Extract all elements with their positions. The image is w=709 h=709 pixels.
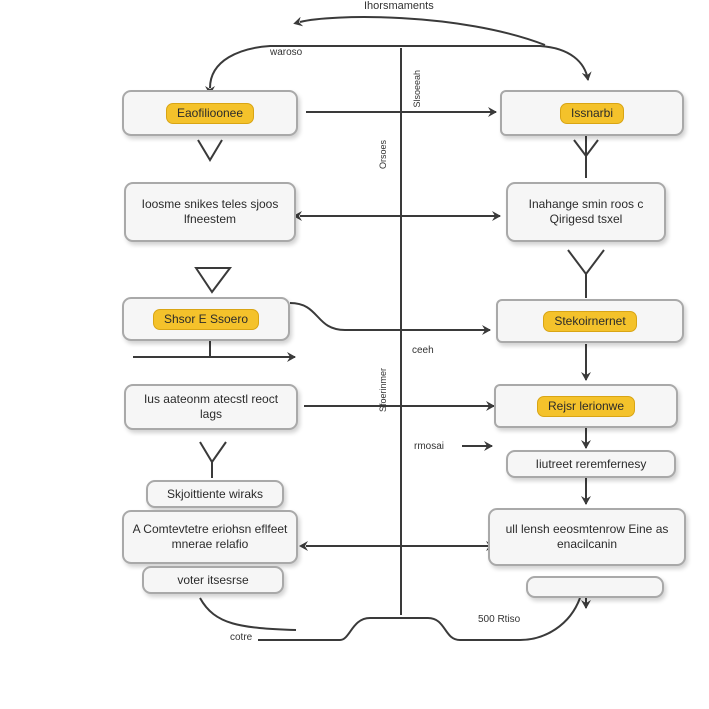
top-loop-connector bbox=[205, 45, 592, 95]
bottom-right-label: 500 Rtiso bbox=[478, 614, 521, 625]
left-node-2[interactable]: Ioosme snikes teles sjoos lfneestem bbox=[124, 182, 296, 242]
left-node-2-text: Ioosme snikes teles sjoos lfneestem bbox=[141, 197, 279, 226]
right-node-5[interactable]: Iiutreet reremfernesy bbox=[506, 450, 676, 478]
left-node-1-pill: Eaofilioonee bbox=[165, 102, 255, 124]
left-chevron-2 bbox=[194, 267, 232, 294]
right-node-5-text: Iiutreet reremfernesy bbox=[535, 456, 647, 471]
top-left-label: waroso bbox=[270, 47, 303, 58]
connector-row-3 bbox=[289, 302, 491, 335]
right-node-3[interactable]: Stekoirnernet bbox=[496, 299, 684, 343]
right-node-4[interactable]: Rejsr lerionwe bbox=[494, 384, 678, 428]
vertical-label-1: Slsoeeah bbox=[412, 70, 422, 108]
right-chevron-2 bbox=[567, 249, 605, 276]
right-node-3-pill: Stekoirnernet bbox=[543, 310, 637, 332]
right-node-1[interactable]: Issnarbi bbox=[500, 90, 684, 136]
center-label: ceeh bbox=[412, 345, 434, 356]
top-arc-connector bbox=[293, 16, 546, 46]
right-side-label: rmosai bbox=[414, 441, 445, 452]
right-node-2-text: Inahange smin roos c Qirigesd tsxel bbox=[528, 197, 644, 226]
top-label: Ihorsmaments bbox=[364, 0, 434, 12]
left-node-7[interactable]: voter itsesrse bbox=[142, 566, 284, 594]
left-node-3-pill: Shsor E Ssoero bbox=[152, 308, 260, 330]
bottom-wave-connector bbox=[199, 597, 581, 641]
left-chevron-4 bbox=[199, 441, 227, 464]
vertical-label-2: Orsoes bbox=[378, 140, 388, 170]
vertical-label-3: Sfoerinmer bbox=[378, 368, 388, 413]
right-node-2[interactable]: Inahange smin roos c Qirigesd tsxel bbox=[506, 182, 666, 242]
left-node-6[interactable]: A Comtevtetre eriohsn eflfeet mnerae rel… bbox=[122, 510, 298, 564]
right-node-6[interactable]: ull lensh eeosmtenrow Eine as enacilcani… bbox=[488, 508, 686, 566]
left-chevron-1 bbox=[197, 139, 223, 162]
bottom-left-label: cotre bbox=[230, 632, 253, 643]
left-node-4[interactable]: Ius aateonm atecstl reoct lags bbox=[124, 384, 298, 430]
right-node-4-pill: Rejsr lerionwe bbox=[536, 395, 636, 417]
left-node-5[interactable]: Skjoittiente wiraks bbox=[146, 480, 284, 508]
right-node-1-pill: Issnarbi bbox=[559, 102, 625, 124]
right-node-7[interactable] bbox=[526, 576, 664, 598]
left-node-3[interactable]: Shsor E Ssoero bbox=[122, 297, 290, 341]
left-node-6-text: A Comtevtetre eriohsn eflfeet mnerae rel… bbox=[132, 522, 288, 551]
left-node-4-text: Ius aateonm atecstl reoct lags bbox=[143, 392, 279, 421]
left-node-7-text: voter itsesrse bbox=[177, 572, 249, 587]
left-node-1[interactable]: Eaofilioonee bbox=[122, 90, 298, 136]
left-node-5-text: Skjoittiente wiraks bbox=[166, 486, 264, 501]
right-node-6-text: ull lensh eeosmtenrow Eine as enacilcani… bbox=[505, 522, 669, 551]
